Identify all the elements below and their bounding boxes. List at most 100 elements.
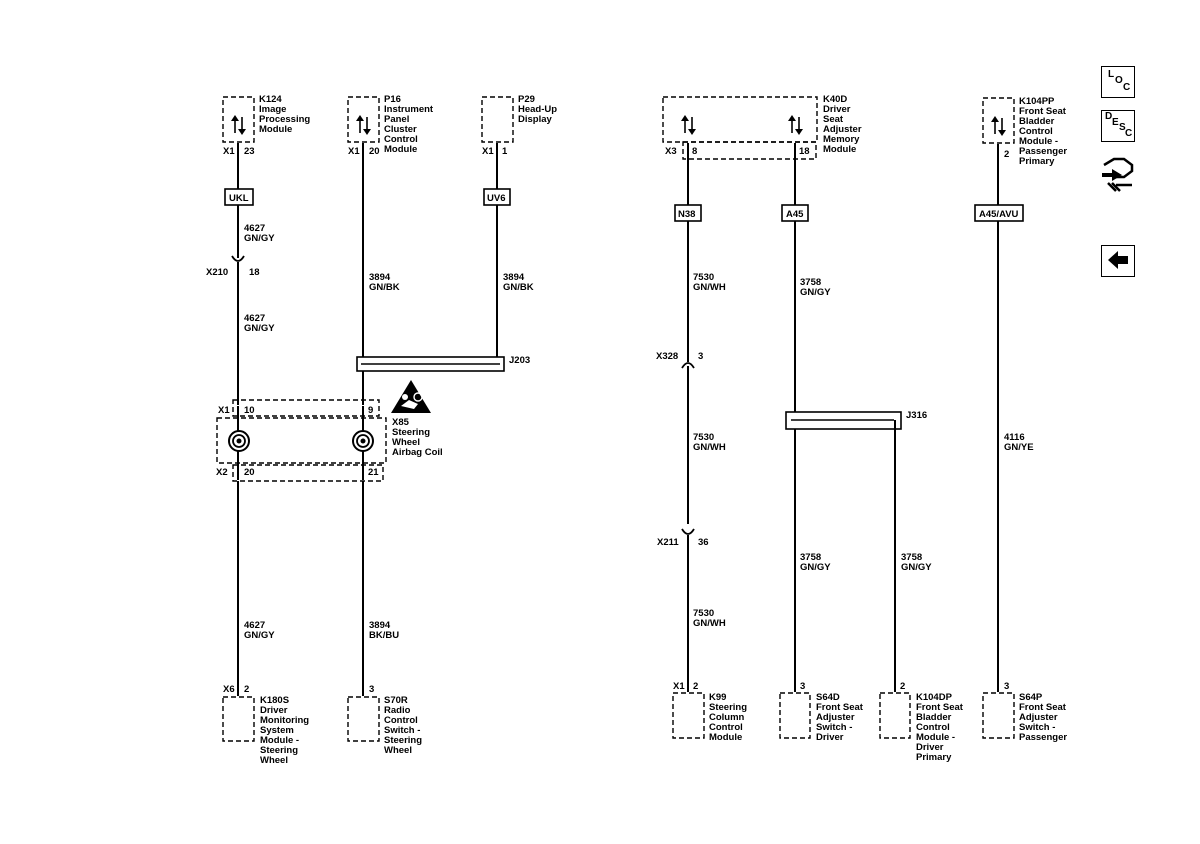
k104dp-label-4: Module - <box>916 732 955 743</box>
svg-text:A45: A45 <box>786 209 804 220</box>
k180s-label-0: K180S <box>260 695 289 706</box>
k124-pin: 23 <box>244 146 255 157</box>
k104pp-pin: 2 <box>1004 149 1009 160</box>
k180s-label-5: Steering <box>260 745 298 756</box>
x328-label: X328 <box>656 351 678 362</box>
k40d-label-3: Adjuster <box>823 124 862 135</box>
k104pp-label-1: Front Seat <box>1019 106 1067 117</box>
x85-pin-20: 20 <box>244 467 255 478</box>
s64p-module[interactable]: S64P Front Seat Adjuster Switch - Passen… <box>982 692 1067 743</box>
k99-connector: X1 <box>673 681 685 692</box>
k180s-connector: X6 <box>223 684 235 695</box>
option-box-a45: A45 <box>781 204 809 222</box>
wire-circuit-number: 3758 <box>800 552 821 563</box>
wire-circuit-number: 3758 <box>800 277 821 288</box>
option-box-n38: N38 <box>674 204 702 222</box>
svg-text:UV6: UV6 <box>487 193 505 204</box>
x85-label-3: Airbag Coil <box>392 447 443 458</box>
s64d-label-3: Switch - <box>816 722 852 733</box>
s64p-label-3: Switch - <box>1019 722 1055 733</box>
wire-color: GN/GY <box>244 233 275 244</box>
bidirectional-arrow-icon <box>356 115 371 135</box>
k40d-label-1: Driver <box>823 104 851 115</box>
wire-circuit-number: 3894 <box>503 272 525 283</box>
option-box-ukl: UKL <box>224 188 254 206</box>
k104dp-label-2: Bladder <box>916 712 952 723</box>
p16-label-0: P16 <box>384 94 401 105</box>
p16-label-3: Cluster <box>384 124 417 135</box>
k104dp-module[interactable]: K104DP Front Seat Bladder Control Module… <box>879 692 964 763</box>
x85-x1-connector: X1 <box>218 405 230 416</box>
loc-button[interactable]: L O C <box>1101 66 1135 98</box>
x210-pin: 18 <box>249 267 260 278</box>
coil-icon <box>228 430 250 452</box>
k40d-connector: X3 <box>665 146 677 157</box>
loc-letter-c: C <box>1123 82 1131 93</box>
k40d-label-2: Seat <box>823 114 844 125</box>
k180s-pin: 2 <box>244 684 249 695</box>
wire-circuit-number: 4116 <box>1004 432 1025 443</box>
k180s-label-3: System <box>260 725 294 736</box>
k124-label-1: Image <box>259 104 286 115</box>
connector-view-icon[interactable] <box>1102 157 1134 192</box>
p29-module[interactable]: P29 Head-Up Display <box>481 94 557 143</box>
p16-label-1: Instrument <box>384 104 434 115</box>
s70r-module[interactable]: S70R Radio Control Switch - Steering Whe… <box>347 695 422 756</box>
s64p-pin: 3 <box>1004 681 1009 692</box>
svg-text:N38: N38 <box>678 209 695 220</box>
inline-connector-x210[interactable] <box>231 255 245 405</box>
inline-connector-x328[interactable] <box>681 362 695 524</box>
wire-color: GN/WH <box>693 618 726 629</box>
p16-pin: 20 <box>369 146 380 157</box>
wire-color: BK/BU <box>369 630 399 641</box>
wire-circuit-number: 3758 <box>901 552 922 563</box>
k124-connector: X1 <box>223 146 235 157</box>
wire-circuit-number: 4627 <box>244 313 265 324</box>
k40d-pin-8: 8 <box>692 146 697 157</box>
wire-color: GN/WH <box>693 282 726 293</box>
k40d-module[interactable]: K40D Driver Seat Adjuster Memory Module <box>662 94 862 160</box>
wire-color: GN/GY <box>244 630 275 641</box>
x85-airbag-coil[interactable]: X85 Steering Wheel Airbag Coil <box>216 399 443 482</box>
k99-label-0: K99 <box>709 692 726 703</box>
j316-label: J316 <box>906 410 927 421</box>
wire-circuit-number: 4627 <box>244 223 265 234</box>
s64p-label-2: Adjuster <box>1019 712 1058 723</box>
wire-color: GN/GY <box>800 562 831 573</box>
bidirectional-arrow-icon <box>991 116 1006 136</box>
k180s-module[interactable]: K180S Driver Monitoring System Module - … <box>222 695 309 766</box>
x85-pin-9: 9 <box>368 405 373 416</box>
bidirectional-arrow-icon <box>681 115 696 135</box>
loc-letter-l: L <box>1108 69 1115 80</box>
k99-module[interactable]: K99 Steering Column Control Module <box>672 692 747 743</box>
s64p-label-4: Passenger <box>1019 732 1067 743</box>
k40d-pin-18: 18 <box>799 146 810 157</box>
desc-button[interactable]: D E S C <box>1101 110 1135 142</box>
p16-module[interactable]: P16 Instrument Panel Cluster Control Mod… <box>347 94 434 155</box>
svg-text:UKL: UKL <box>229 193 249 204</box>
k124-module[interactable]: K124 Image Processing Module <box>222 94 310 143</box>
back-button[interactable] <box>1101 245 1135 277</box>
s64d-module[interactable]: S64D Front Seat Adjuster Switch - Driver <box>779 692 864 743</box>
wire-circuit-number: 3894 <box>369 272 391 283</box>
splice-j316[interactable] <box>785 411 902 430</box>
k99-label-4: Module <box>709 732 742 743</box>
k104pp-label-2: Bladder <box>1019 116 1055 127</box>
inline-connector-x211[interactable] <box>681 528 695 692</box>
k104dp-label-3: Control <box>916 722 950 733</box>
k180s-label-1: Driver <box>260 705 288 716</box>
k99-pin: 2 <box>693 681 698 692</box>
s64d-label-0: S64D <box>816 692 840 703</box>
k99-label-3: Control <box>709 722 743 733</box>
splice-j203[interactable] <box>356 356 505 372</box>
x211-pin: 36 <box>698 537 709 548</box>
desc-letter-d: D <box>1105 111 1113 122</box>
k104pp-module[interactable]: K104PP Front Seat Bladder Control Module… <box>982 96 1067 167</box>
wire-color: GN/BK <box>369 282 400 293</box>
s70r-label-4: Steering <box>384 735 422 746</box>
k104pp-label-5: Passenger <box>1019 146 1067 157</box>
x85-pin-10: 10 <box>244 405 255 416</box>
x85-x2-connector: X2 <box>216 467 228 478</box>
bidirectional-arrow-icon <box>231 115 246 135</box>
p29-label-1: Head-Up <box>518 104 557 115</box>
